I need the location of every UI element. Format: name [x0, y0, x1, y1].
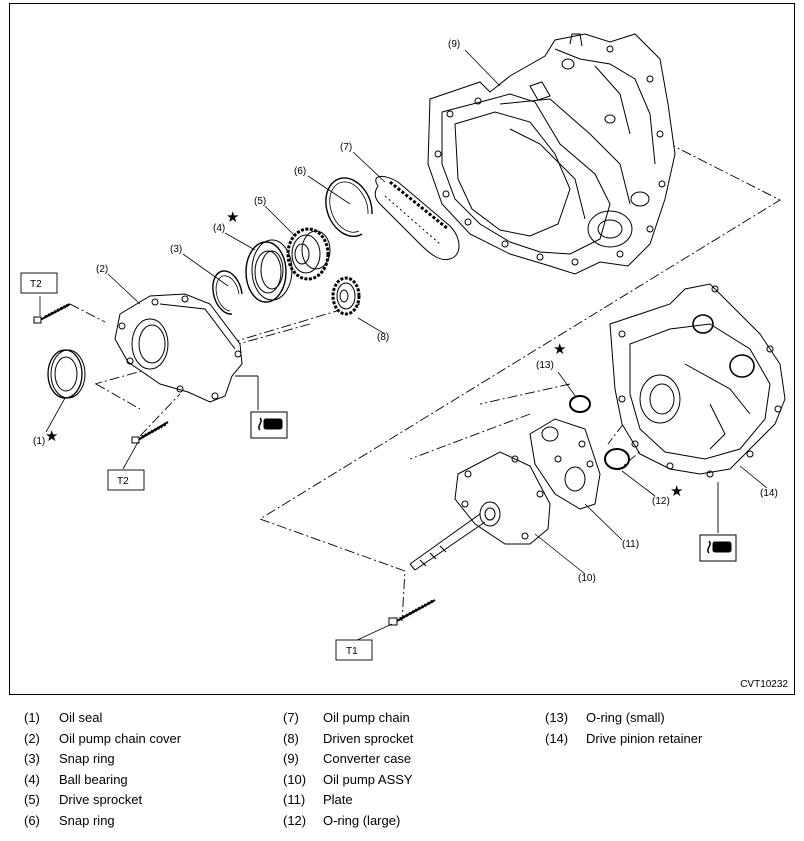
legend-number: (10) — [283, 771, 307, 787]
legend-part-name: O-ring (small) — [586, 710, 665, 725]
callout-8: (8) — [377, 332, 389, 343]
bolt-t2-top — [33, 303, 71, 324]
legend-number: (6) — [24, 813, 40, 828]
legend-number: (7) — [283, 710, 299, 725]
callout-9: (9) — [448, 39, 460, 50]
oil-pump-chain-cover — [114, 293, 243, 403]
legend-number: (8) — [283, 730, 299, 746]
legend-number: (5) — [24, 792, 40, 808]
converter-case — [427, 33, 676, 275]
legend-number: (3) — [24, 751, 40, 767]
legend-part-name: Oil pump ASSY — [323, 771, 413, 787]
legend-number: (14) — [545, 730, 569, 746]
callout-13: (13) — [536, 360, 554, 371]
callout-11: (11) — [622, 539, 639, 550]
snap-ring-6 — [325, 177, 373, 237]
star-icon: ★ — [226, 209, 239, 226]
bolt-t2-bottom — [131, 421, 169, 444]
callout-4: (4) — [213, 223, 225, 234]
legend-part-name: Snap ring — [59, 813, 115, 828]
torque-label-t2-bottom: T2 — [117, 476, 129, 487]
torque-box-t2-bottom — [107, 469, 145, 491]
callout-1: (1) — [33, 436, 45, 447]
legend-part-name: Oil seal — [59, 710, 103, 725]
callout-2: (2) — [96, 264, 108, 275]
callout-leaders — [39, 49, 768, 642]
star-icon: ★ — [670, 483, 683, 500]
bolt-t1 — [388, 599, 436, 626]
drive-pinion-retainer — [609, 283, 786, 478]
legend-part-name: Drive pinion retainer — [586, 730, 703, 746]
plate — [529, 418, 601, 510]
legend-part-name: O-ring (large) — [323, 813, 401, 828]
drive-sprocket — [286, 227, 331, 281]
legend-number: (11) — [283, 792, 306, 808]
callout-14: (14) — [760, 488, 778, 499]
legend-part-name: Snap ring — [59, 751, 115, 767]
document-code: CVT10232 — [740, 679, 788, 690]
o-ring-large — [604, 448, 630, 470]
legend-part-name: Drive sprocket — [59, 792, 143, 808]
legend-part-name: Oil pump chain cover — [59, 730, 182, 746]
fluid-application-icon — [699, 482, 737, 562]
torque-label-t1: T1 — [346, 646, 358, 657]
legend-number: (1) — [24, 710, 40, 725]
legend-part-name: Plate — [323, 792, 353, 808]
legend-number: (4) — [24, 771, 40, 787]
legend-number: (2) — [24, 730, 40, 746]
legend-part-name: Converter case — [323, 751, 412, 767]
o-ring-small — [569, 395, 591, 413]
callout-5: (5) — [254, 196, 266, 207]
torque-box-t2-top — [20, 272, 58, 294]
callout-6: (6) — [294, 166, 306, 177]
legend-part-name: Ball bearing — [59, 771, 128, 787]
callout-3: (3) — [170, 244, 182, 255]
fluid-application-icon — [235, 375, 288, 439]
star-icon: ★ — [45, 428, 58, 445]
legend-part-name: Oil pump chain — [323, 710, 410, 725]
callout-7: (7) — [340, 142, 352, 153]
oil-seal — [47, 349, 86, 399]
oil-pump-assy — [409, 451, 551, 571]
callout-10: (10) — [578, 573, 596, 584]
driven-sprocket — [331, 276, 361, 316]
legend-number: (13) — [545, 710, 569, 725]
snap-ring-3 — [212, 270, 243, 315]
oil-pump-chain — [374, 176, 460, 261]
parts-legend: (1) Oil seal (2) Oil pump chain cover (3) Sna… — [0, 710, 804, 835]
callout-12: (12) — [652, 496, 670, 507]
torque-label-t2-top: T2 — [30, 279, 42, 290]
legend-number: (12) — [283, 813, 307, 828]
exploded-diagram: T2 T2 T1 (9) (7) (6) (5) (4) (3) (2) (8)… — [9, 3, 795, 695]
star-icon: ★ — [553, 341, 566, 358]
torque-box-t1 — [335, 639, 373, 661]
legend-part-name: Driven sprocket — [323, 730, 414, 746]
ball-bearing — [245, 239, 293, 303]
legend-number: (9) — [283, 751, 299, 767]
